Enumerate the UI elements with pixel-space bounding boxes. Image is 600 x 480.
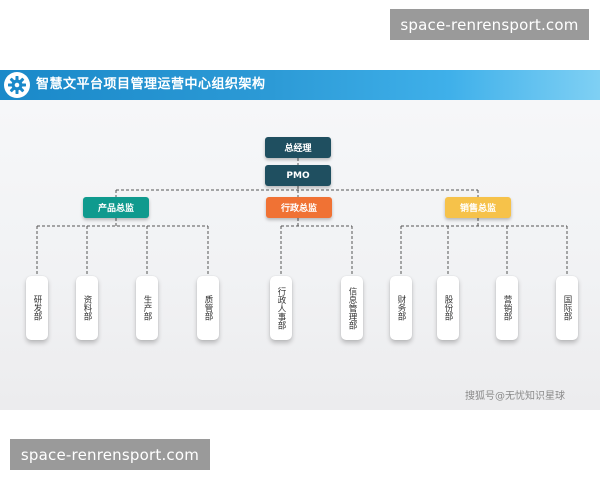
dept-hr-admin: 行政人事部 — [270, 276, 292, 340]
dept-finance: 财务部 — [390, 276, 412, 340]
org-chart-slide: 智慧文平台项目管理运营中心组织架构 — [0, 70, 600, 410]
dept-production: 生产部 — [136, 276, 158, 340]
source-credit: 搜狐号@无忧知识星球 — [465, 391, 565, 402]
title-bar: 智慧文平台项目管理运营中心组织架构 — [0, 70, 600, 100]
dept-info-mgmt: 信息管理部 — [341, 276, 363, 340]
dept-shares: 股份部 — [437, 276, 459, 340]
dept-materials: 资料部 — [76, 276, 98, 340]
connector-lines — [36, 158, 568, 276]
general-manager-box: 总经理 — [265, 137, 331, 158]
watermark-top: space-renrensport.com — [390, 9, 589, 40]
dept-marketing: 营销部 — [496, 276, 518, 340]
product-director-box: 产品总监 — [83, 197, 149, 218]
sales-director-box: 销售总监 — [445, 197, 511, 218]
watermark-bottom: space-renrensport.com — [10, 439, 210, 470]
gear-icon — [4, 72, 30, 98]
slide-title: 智慧文平台项目管理运营中心组织架构 — [36, 77, 266, 92]
dept-rnd: 研发部 — [26, 276, 48, 340]
admin-director-box: 行政总监 — [266, 197, 332, 218]
dept-quality: 质管部 — [197, 276, 219, 340]
dept-international: 国际部 — [556, 276, 578, 340]
pmo-box: PMO — [265, 165, 331, 186]
